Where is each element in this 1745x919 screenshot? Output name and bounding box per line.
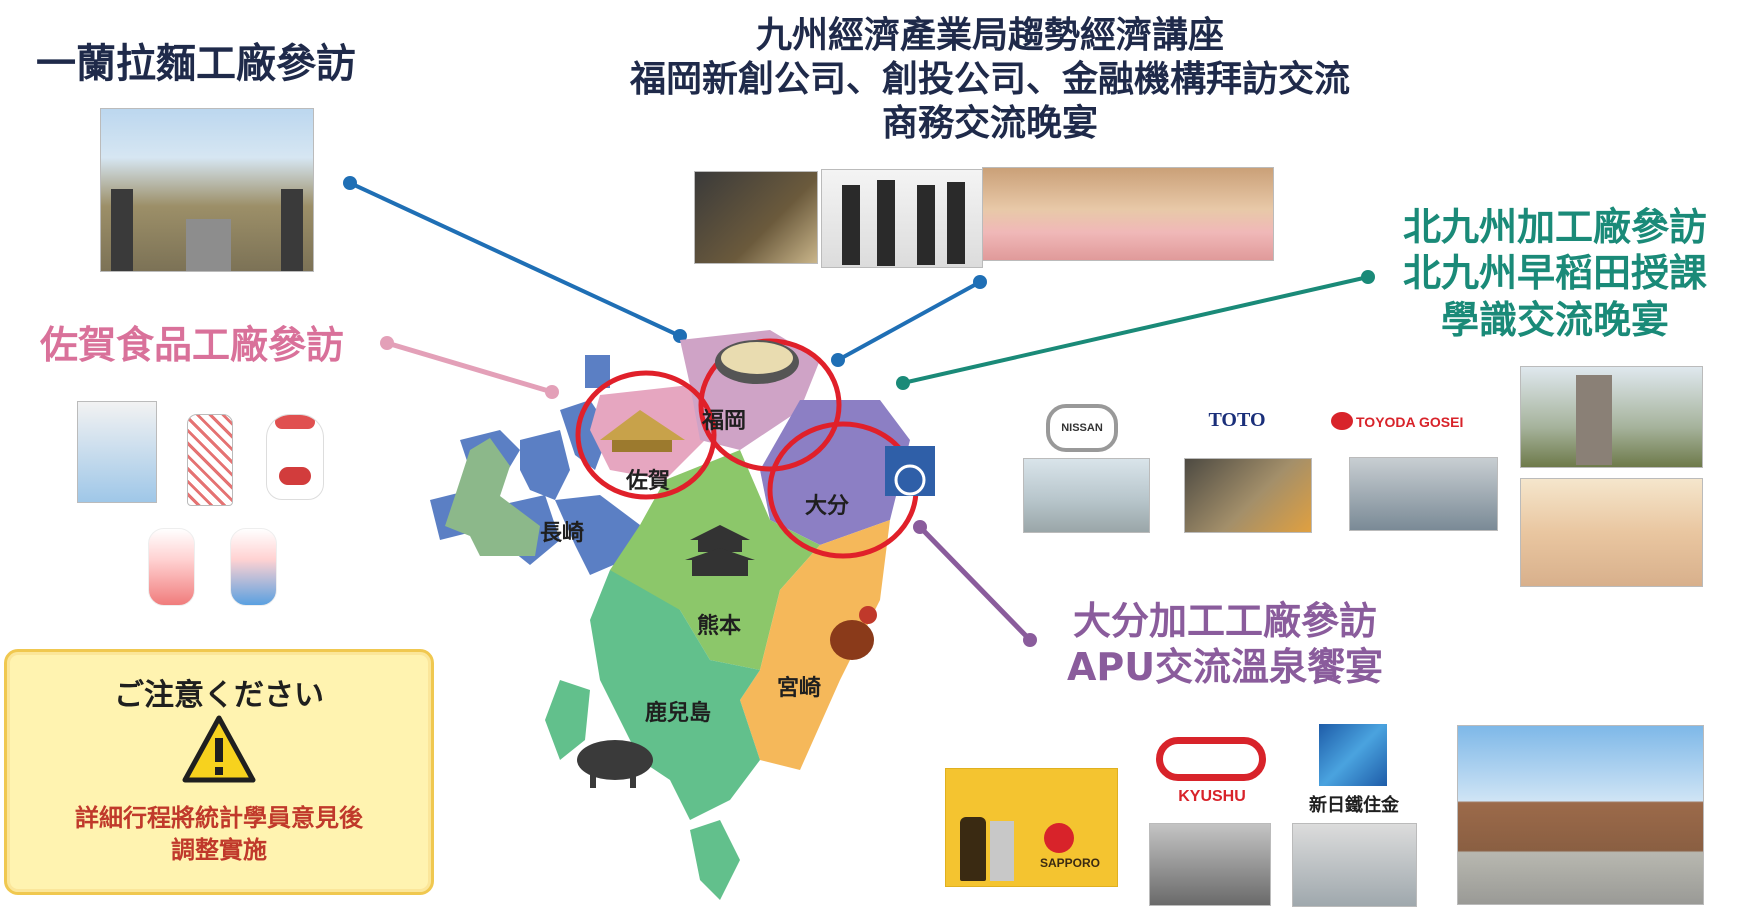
sapporo-logo: SAPPORO	[1039, 856, 1100, 870]
title-saga: 佐賀食品工廠參訪	[40, 323, 345, 367]
nippon-steel-photo	[1292, 823, 1417, 907]
toyoda-gosei-icon	[1331, 412, 1353, 430]
waseda-campus-photo	[1520, 366, 1703, 468]
banquet-hall-photo	[982, 167, 1274, 261]
ichiran-forest-photo	[100, 108, 314, 272]
title-oita-line-2: APU交流溫泉饗宴	[1066, 645, 1384, 690]
yakult-blue-photo	[230, 528, 277, 606]
apu-campus-photo	[1457, 725, 1704, 905]
seasoning-bottle-photo	[266, 414, 324, 500]
title-kitakyushu-line-3: 學識交流晚宴	[1440, 297, 1669, 342]
yakult-pink-photo	[148, 528, 195, 606]
daihatsu-kyushu-logo: KYUSHU	[1178, 788, 1246, 805]
title-fukuoka-line-2: 福岡新創公司、創投公司、金融機構拜訪交流	[629, 58, 1350, 100]
straw-house-icon	[600, 410, 685, 452]
map-label-kagoshima: 鹿兒島	[645, 701, 712, 726]
notice-line-1: 詳細行程將統計學員意見後	[75, 804, 363, 832]
map-label-saga: 佐賀	[626, 469, 671, 494]
nissan-plant-photo	[1023, 458, 1150, 533]
waseda-banquet-photo	[1520, 478, 1703, 587]
notice-box: ご注意ください 詳細行程將統計學員意見後 調整實施	[4, 649, 434, 895]
map-label-fukuoka: 福岡	[702, 409, 747, 434]
nippon-steel-logo: 新日鐵住金	[1309, 795, 1399, 816]
title-oita: 大分加工工廠參訪 APU交流溫泉饗宴	[1050, 598, 1400, 691]
map-label-miyazaki: 宮崎	[777, 676, 822, 701]
hot-spring-icon	[885, 446, 935, 496]
toyoda-gosei-factory-photo	[1349, 457, 1498, 531]
daihatsu-factory-photo	[1149, 823, 1271, 906]
title-oita-line-1: 大分加工工廠參訪	[1072, 599, 1377, 643]
title-fukuoka: 九州經濟產業局趨勢經濟講座 福岡新創公司、創投公司、金融機構拜訪交流 商務交流晚…	[560, 14, 1420, 146]
title-kitakyushu: 北九州加工廠參訪 北九州早稻田授課 學識交流晚宴	[1380, 204, 1730, 343]
nissan-logo: NISSAN	[1046, 404, 1118, 452]
title-fukuoka-line-1: 九州經濟產業局趨勢經濟講座	[755, 15, 1224, 56]
title-ichiran: 一蘭拉麵工廠參訪	[36, 41, 356, 87]
map-label-kumamoto: 熊本	[697, 614, 742, 639]
warning-icon	[182, 715, 256, 783]
business-handshake-photo	[821, 169, 983, 268]
notice-heading: ご注意ください	[114, 678, 324, 713]
title-kitakyushu-line-2: 北九州早稻田授課	[1402, 251, 1707, 296]
toyoda-gosei-logo: TOYODA GOSEI	[1356, 414, 1464, 430]
map-label-nagasaki: 長崎	[540, 521, 585, 546]
castle-icon	[685, 525, 755, 576]
region-kagoshima	[545, 570, 760, 900]
toto-factory-photo	[1184, 458, 1312, 533]
map-label-oita: 大分	[805, 494, 850, 519]
toto-logo: TOTO	[1208, 408, 1266, 431]
connector-lines	[343, 176, 1375, 647]
mayonnaise-product-photo	[187, 414, 233, 506]
daihatsu-icon	[1156, 737, 1266, 781]
title-fukuoka-line-3: 商務交流晚宴	[881, 102, 1098, 144]
pig-icon	[577, 740, 653, 788]
title-kitakyushu-line-1: 北九州加工廠參訪	[1402, 205, 1707, 249]
bento-product-photo	[77, 401, 157, 503]
notice-line-2: 調整實施	[171, 836, 267, 865]
sapporo-beer-photo: SAPPORO	[945, 768, 1118, 887]
notice-text: 詳細行程將統計學員意見後 調整實施	[7, 802, 431, 867]
chicken-icon	[830, 606, 877, 660]
statue-icon	[445, 438, 540, 556]
ramen-bowl-icon	[715, 340, 799, 384]
region-miyazaki	[740, 520, 890, 770]
nippon-steel-icon	[1319, 724, 1387, 786]
seminar-photo	[694, 171, 818, 264]
